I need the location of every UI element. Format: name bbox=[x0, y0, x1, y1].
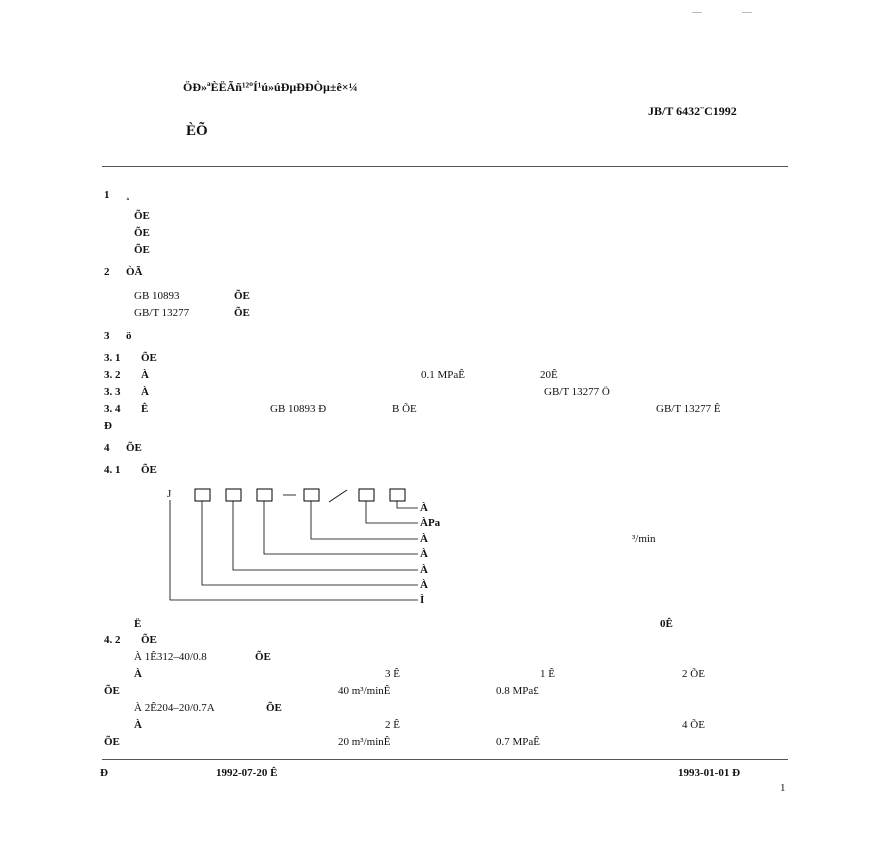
clause-continuation: Ð bbox=[104, 420, 112, 432]
code-box-6 bbox=[389, 488, 406, 502]
clause-heading: ÕE bbox=[141, 634, 157, 646]
example-text: ÕE bbox=[104, 736, 120, 748]
example-text: 4 ÕE bbox=[682, 719, 705, 731]
header-rule bbox=[102, 166, 788, 167]
example-title-tail: ÕE bbox=[255, 651, 271, 663]
clause-text: GB/T 13277 Ê bbox=[656, 403, 721, 415]
example-text: 1 Ê bbox=[540, 668, 555, 680]
clause-heading: ÕE bbox=[141, 464, 157, 476]
crop-mark-top-right-2 bbox=[742, 12, 752, 13]
diagram-label: À bbox=[420, 564, 428, 576]
reference-code: GB 10893 bbox=[134, 290, 180, 302]
code-box-4 bbox=[303, 488, 320, 502]
section-3-number: 3 bbox=[104, 330, 110, 342]
clause-number: 4. 1 bbox=[104, 464, 121, 476]
leader-line-2 bbox=[232, 501, 418, 571]
designation-note: 0Ê bbox=[660, 618, 673, 630]
issue-date: 1992-07-20 Ê bbox=[216, 767, 278, 779]
code-box-3 bbox=[256, 488, 273, 502]
example-title-tail: ÕE bbox=[266, 702, 282, 714]
document-title: ÈÕ bbox=[186, 123, 208, 139]
section-4-number: 4 bbox=[104, 442, 110, 454]
section-1-number: 1 bbox=[104, 189, 110, 201]
leader-line-4 bbox=[310, 501, 418, 540]
reference-title: ÕE bbox=[234, 290, 250, 302]
example-text: 0.8 MPa£ bbox=[496, 685, 539, 697]
leader-line-6 bbox=[396, 501, 418, 509]
reference-title: ÕE bbox=[234, 307, 250, 319]
section-2-number: 2 bbox=[104, 266, 110, 278]
section-1-item: ÕE bbox=[134, 227, 150, 239]
diagram-label: À bbox=[420, 548, 428, 560]
effective-date: 1993-01-01 Ð bbox=[678, 767, 741, 779]
clause-text: GB 10893 Ð bbox=[270, 403, 327, 415]
clause-number: 3. 3 bbox=[104, 386, 121, 398]
example-text: À bbox=[134, 719, 142, 731]
code-box-2 bbox=[225, 488, 242, 502]
clause-text: À bbox=[141, 369, 149, 381]
diagram-label: À bbox=[420, 502, 428, 514]
leader-line-prefix bbox=[169, 500, 418, 601]
example-text: 40 m³/minÊ bbox=[338, 685, 391, 697]
org-line: ÖÐ»ªÈËÃñ¹²ºÍ¹ú»úÐµÐÐÒµ±ê×¼ bbox=[183, 80, 358, 94]
section-1-heading: ¸ bbox=[126, 189, 130, 201]
clause-text: À bbox=[141, 386, 149, 398]
slash-separator bbox=[328, 489, 348, 503]
example-text: 20 m³/minÊ bbox=[338, 736, 391, 748]
section-2-heading: ÒÃ bbox=[126, 266, 143, 278]
example-text: 2 ÕE bbox=[682, 668, 705, 680]
model-designation-diagram bbox=[169, 488, 418, 601]
clause-number: 4. 2 bbox=[104, 634, 121, 646]
section-1-item: ÕE bbox=[134, 210, 150, 222]
code-box-1 bbox=[194, 488, 211, 502]
leader-line-3 bbox=[263, 501, 418, 555]
diagram-label: ÀPa bbox=[420, 517, 441, 529]
clause-number: 3. 1 bbox=[104, 352, 121, 364]
example-title: À 1Ê312–40/0.8 bbox=[134, 651, 207, 663]
clause-text: 20Ê bbox=[540, 369, 558, 381]
example-text: 3 Ê bbox=[385, 668, 400, 680]
reference-code: GB/T 13277 bbox=[134, 307, 190, 319]
designation-note: Ë bbox=[134, 618, 142, 630]
clause-number: 3. 4 bbox=[104, 403, 121, 415]
clause-text: GB/T 13277 Ö bbox=[544, 386, 610, 398]
issuing-authority: Ð bbox=[100, 767, 108, 779]
leader-line-5 bbox=[365, 501, 418, 524]
section-1-item: ÕE bbox=[134, 244, 150, 256]
leader-line-1 bbox=[201, 501, 418, 586]
section-4-heading: ÕE bbox=[126, 442, 142, 454]
example-text: À bbox=[134, 668, 142, 680]
clause-text: 0.1 MPaÊ bbox=[421, 369, 465, 381]
clause-number: 3. 2 bbox=[104, 369, 121, 381]
example-text: ÕE bbox=[104, 685, 120, 697]
diagram-unit-note: ³/min bbox=[632, 533, 656, 545]
example-text: 2 Ê bbox=[385, 719, 400, 731]
diagram-label: À bbox=[420, 579, 428, 591]
page-number: 1 bbox=[780, 782, 786, 794]
model-prefix: J bbox=[167, 488, 172, 500]
footer-rule bbox=[102, 759, 788, 760]
clause-text: Ê bbox=[141, 403, 149, 415]
diagram-label: À bbox=[420, 533, 428, 545]
clause-text: B ÕE bbox=[392, 403, 417, 415]
example-text: 0.7 MPaÊ bbox=[496, 736, 540, 748]
code-box-5 bbox=[358, 488, 375, 502]
example-title: À 2Ê204–20/0.7A bbox=[134, 702, 215, 714]
section-3-heading: ö bbox=[126, 330, 132, 342]
crop-mark-top-right-1 bbox=[692, 12, 702, 13]
diagram-label: Ì bbox=[420, 594, 425, 606]
standard-code: JB/T 6432¨C1992 bbox=[648, 104, 737, 118]
clause-text: ÕE bbox=[141, 352, 157, 364]
